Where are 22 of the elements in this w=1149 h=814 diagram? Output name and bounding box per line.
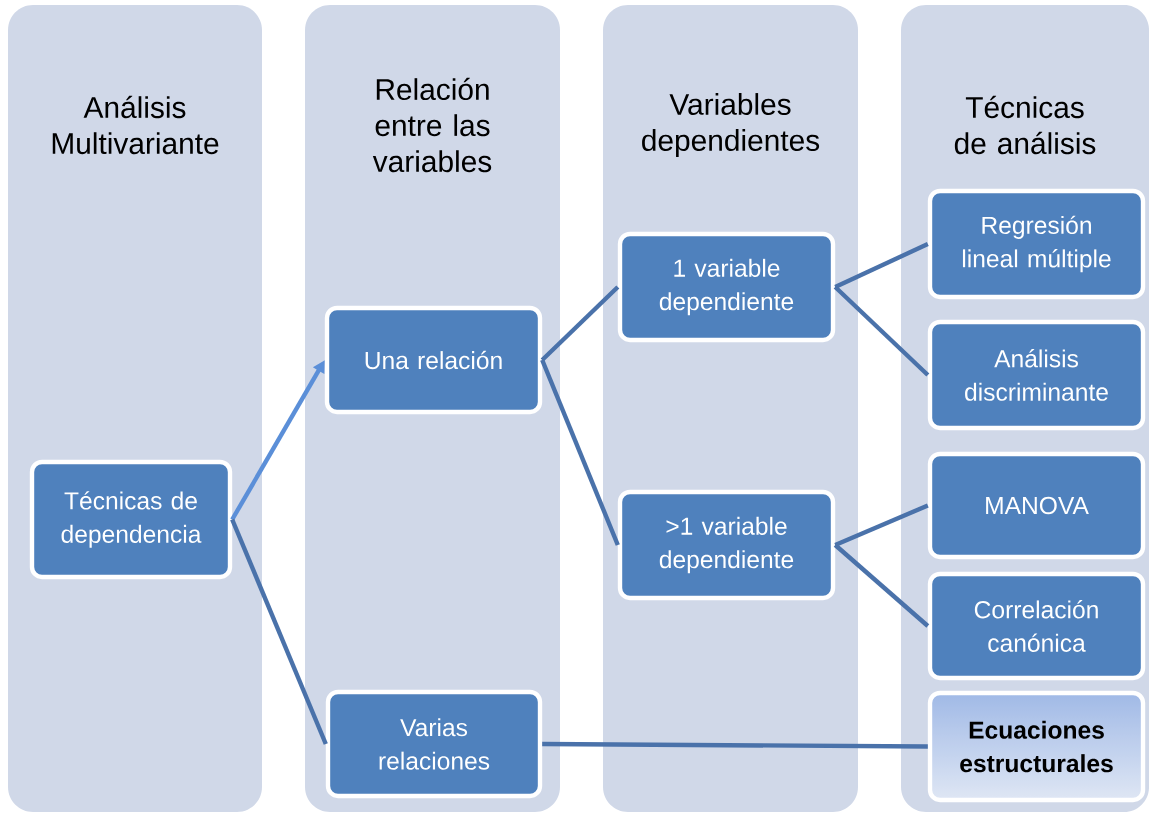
column-heading: Análisis Multivariante [52,95,219,155]
connector-line [542,741,928,749]
column-heading: Relación entre las variables [372,77,492,173]
column-heading: Técnicas de análisis [954,95,1096,155]
process-box: Regresión lineal múltiple [927,188,1146,300]
process-box: Ecuaciones estructurales [927,690,1146,803]
process-box: MANOVA [927,451,1146,560]
process-box: 1 variable dependiente [617,231,836,343]
process-box: Análisis discriminante [927,319,1146,431]
connector-line [834,503,929,547]
column-heading: Variables dependientes [642,93,820,157]
process-box: Varias relaciones [325,689,543,799]
connector-line [833,543,930,628]
process-box: Correlación canónica [927,571,1146,681]
process-box: Técnicas de dependencia [29,459,233,580]
connector-line [540,359,620,546]
connector-line [540,285,620,362]
connector-line [230,518,328,745]
process-box: Una relación [324,305,543,415]
process-box: >1 variable dependiente [617,489,836,601]
connector-line [834,242,929,289]
connector-line [833,285,930,377]
